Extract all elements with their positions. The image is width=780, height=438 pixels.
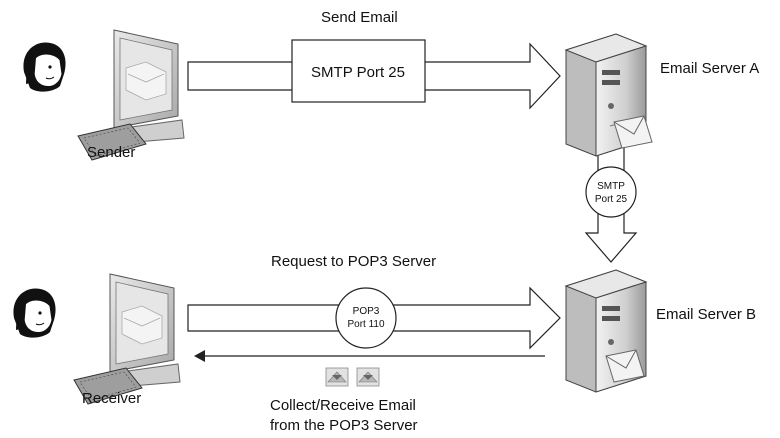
email-server-b-label: Email Server B bbox=[656, 306, 757, 323]
smtp-port-box-label: SMTP Port 25 bbox=[311, 64, 405, 81]
smtp-port-circle bbox=[585, 166, 637, 218]
computer-icon bbox=[77, 29, 185, 161]
envelope-icon bbox=[613, 115, 653, 149]
send-email-label: Send Email bbox=[321, 9, 398, 26]
collect-email-label-line2: from the POP3 Server bbox=[270, 417, 418, 434]
envelope-icon bbox=[356, 367, 380, 387]
pop3-port-circle bbox=[335, 287, 397, 349]
person-icon bbox=[13, 288, 56, 338]
pop3-circle-line1: POP3 bbox=[353, 306, 380, 317]
email-server-a-label: Email Server A bbox=[660, 60, 760, 77]
sender-label: Sender bbox=[87, 144, 136, 161]
person-icon bbox=[23, 42, 66, 92]
collect-email-label-line1: Collect/Receive Email bbox=[270, 397, 416, 414]
envelope-icon bbox=[605, 349, 645, 383]
pop3-circle-line2: Port 110 bbox=[347, 319, 384, 330]
smtp-circle-line2: Port 25 bbox=[595, 194, 628, 205]
collect-email-return-arrow bbox=[194, 350, 545, 362]
computer-icon bbox=[73, 273, 181, 405]
smtp-port-box bbox=[291, 39, 426, 103]
receiver-label: Receiver bbox=[82, 390, 142, 407]
request-pop3-label: Request to POP3 Server bbox=[271, 253, 437, 270]
smtp-circle-line1: SMTP bbox=[597, 181, 625, 192]
envelope-icon bbox=[325, 367, 349, 387]
